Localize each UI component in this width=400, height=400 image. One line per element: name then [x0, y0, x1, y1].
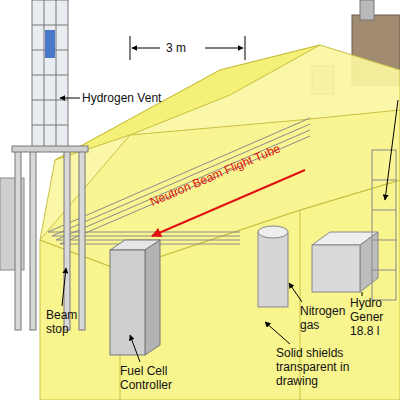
- fuel-cell-controller: [110, 240, 160, 355]
- part-label: Nitrogen gas: [300, 304, 354, 332]
- leader-lines: [60, 98, 398, 362]
- dimension-line: [130, 36, 245, 60]
- nitrogen-cylinder: [258, 226, 288, 307]
- shield-block: [40, 45, 400, 400]
- vent-tower: [12, 0, 88, 330]
- dimension-label: 3 m: [166, 41, 206, 55]
- frame-tower: [372, 150, 396, 300]
- part-label: Hydrogen Vent: [82, 91, 182, 105]
- part-label: Beam stop: [46, 308, 86, 336]
- note-label: Solid shields transparent in drawing: [276, 346, 372, 388]
- part-label: Hydro Gener 18.8 l: [350, 296, 392, 338]
- beam-arrow: [152, 170, 305, 236]
- hydrogen-generator: [312, 232, 378, 292]
- flight-tube: [48, 118, 310, 244]
- part-label: Fuel Cell Controller: [120, 364, 190, 392]
- equipment-part: [360, 0, 374, 20]
